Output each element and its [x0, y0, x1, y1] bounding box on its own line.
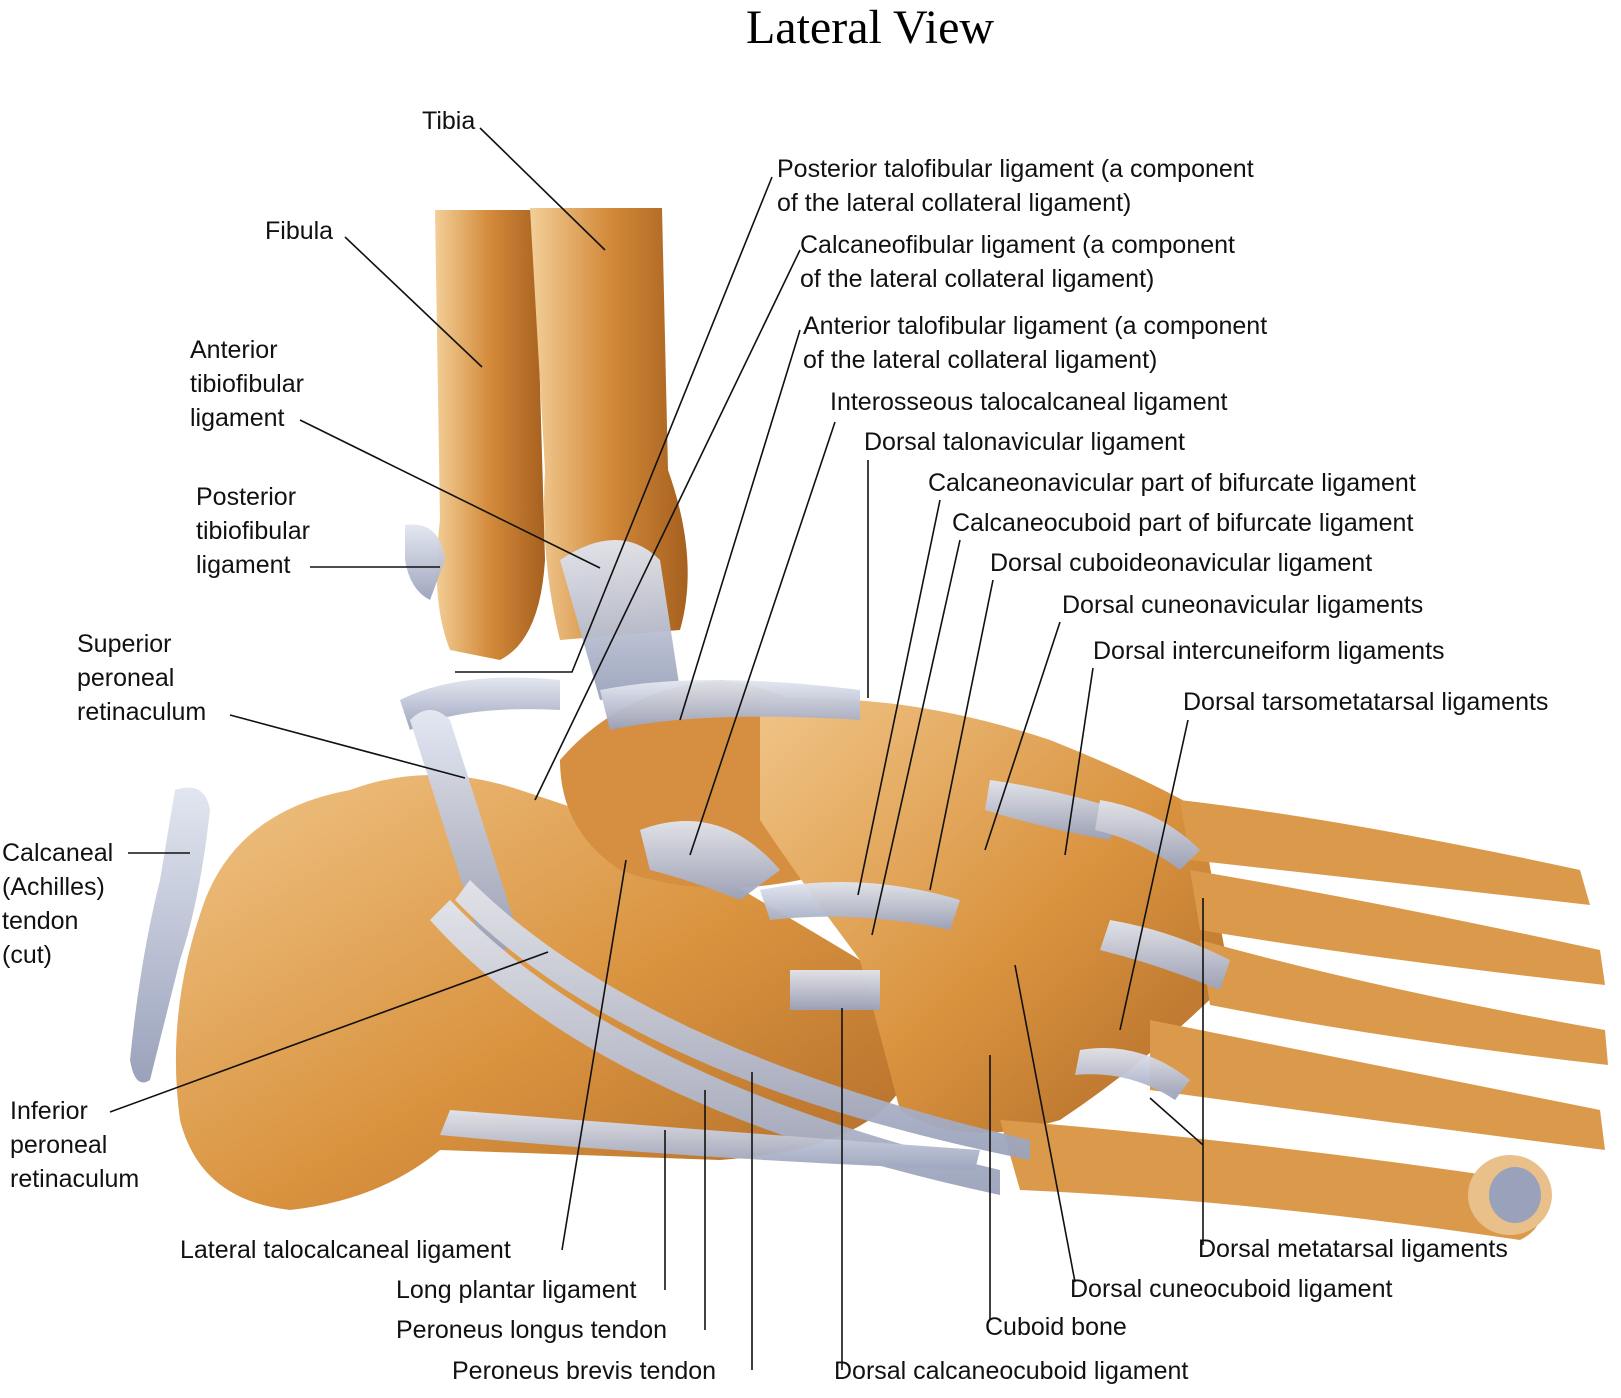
leader-superior-peroneal [229, 714, 466, 779]
leader-lateral-talocalcaneal [561, 859, 627, 1251]
leader-tibia [479, 127, 606, 251]
label-interosseous-talocalcaneal: Interosseous talocalcaneal ligament [830, 388, 1228, 416]
label-dorsal-metatarsal: Dorsal metatarsal ligaments [1198, 1235, 1508, 1263]
metatarsal-head-5 [1468, 1155, 1552, 1235]
label-superior-peroneal-retinaculum: Superior peroneal retinaculum [77, 630, 207, 726]
label-dorsal-cuneocuboid: Dorsal cuneocuboid ligament [1070, 1275, 1393, 1303]
fibula-bone [435, 210, 545, 660]
label-fibula: Fibula [265, 217, 334, 245]
label-long-plantar: Long plantar ligament [396, 1276, 637, 1304]
label-dorsal-cuneonavicular: Dorsal cuneonavicular ligaments [1062, 591, 1424, 619]
label-calcaneonavicular-bifurcate: Calcaneonavicular part of bifurcate liga… [928, 469, 1416, 497]
label-calcaneofibular: Calcaneofibular ligament (a component of… [800, 231, 1235, 293]
leader-dorsal-cuneocuboid [1014, 964, 1076, 1283]
label-cuboid-bone: Cuboid bone [985, 1313, 1127, 1341]
label-anterior-talofibular: Anterior talofibular ligament (a compone… [803, 312, 1268, 374]
leader-intercuneiform [1064, 667, 1094, 856]
leader-calcaneocuboid [871, 539, 961, 936]
metatarsal-bones [1000, 800, 1608, 1240]
label-dorsal-tarsometatarsal: Dorsal tarsometatarsal ligaments [1183, 688, 1549, 716]
label-tibia: Tibia [422, 107, 476, 135]
ligament-bands [400, 524, 1230, 1195]
leader-fibula [344, 236, 483, 368]
leader-anterior-talofibular [679, 329, 801, 721]
leader-dorsal-metatarsal-2 [1149, 1097, 1204, 1146]
leader-cuneonavicular [984, 621, 1061, 851]
leader-calcaneofibular [534, 249, 801, 801]
label-posterior-tibiofibular: Posterior tibiofibular ligament [196, 483, 310, 579]
leader-inferior-peroneal [109, 951, 549, 1113]
leader-anterior-tibiofibular [299, 419, 601, 569]
label-peroneus-brevis: Peroneus brevis tendon [452, 1357, 717, 1385]
label-dorsal-talonavicular: Dorsal talonavicular ligament [864, 428, 1185, 456]
label-dorsal-intercuneiform: Dorsal intercuneiform ligaments [1093, 637, 1445, 665]
leader-cuboideonavicular [929, 579, 994, 891]
label-lateral-talocalcaneal: Lateral talocalcaneal ligament [180, 1236, 511, 1264]
label-dorsal-cuboideonavicular: Dorsal cuboideonavicular ligament [990, 549, 1373, 577]
leader-lines [109, 127, 1204, 1370]
label-calcaneocuboid-bifurcate: Calcaneocuboid part of bifurcate ligamen… [952, 509, 1414, 537]
label-posterior-talofibular: Posterior talofibular ligament (a compon… [777, 155, 1254, 217]
label-anterior-tibiofibular: Anterior tibiofibular ligament [190, 336, 304, 432]
page-title: Lateral View [745, 1, 995, 54]
label-calcaneal-tendon: Calcaneal (Achilles) tendon (cut) [2, 839, 114, 969]
label-inferior-peroneal-retinaculum: Inferior peroneal retinaculum [10, 1097, 140, 1193]
label-peroneus-longus: Peroneus longus tendon [396, 1316, 668, 1344]
leader-calcaneonavicular [857, 499, 941, 896]
tibia-bone [530, 208, 688, 640]
leader-interosseous-talocalcaneal [689, 421, 836, 856]
leader-tarsometatarsal [1119, 719, 1189, 1031]
label-dorsal-calcaneocuboid: Dorsal calcaneocuboid ligament [834, 1357, 1189, 1385]
leader-posterior-talofibular [455, 176, 773, 673]
achilles-tendon [130, 787, 210, 1083]
